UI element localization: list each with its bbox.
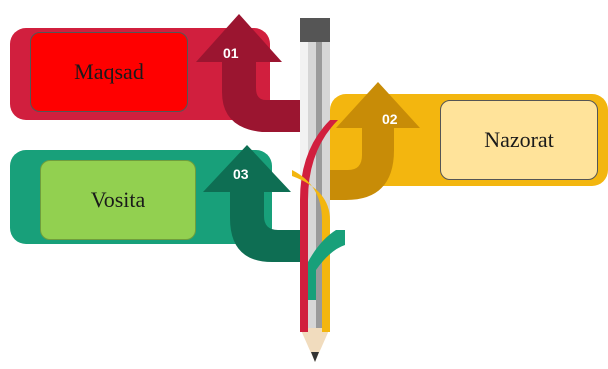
label-box-vosita: Vosita — [40, 160, 196, 240]
arrow-01 — [196, 14, 300, 132]
pencil-wood-tip — [300, 328, 330, 362]
label-box-nazorat: Nazorat — [440, 100, 598, 180]
arrow-02 — [330, 82, 420, 200]
step-number-03: 03 — [233, 166, 249, 182]
label-maqsad: Maqsad — [74, 59, 144, 84]
pencil-lead — [311, 352, 319, 362]
pencil-eraser — [300, 18, 330, 42]
label-nazorat: Nazorat — [484, 127, 554, 152]
ribbon-green — [308, 230, 345, 300]
ribbon-red — [300, 120, 338, 332]
label-box-maqsad: Maqsad — [30, 32, 188, 112]
step-number-02: 02 — [382, 111, 398, 127]
step-number-01: 01 — [223, 45, 239, 61]
pencil-shadow — [316, 42, 322, 328]
arrow-03 — [203, 145, 300, 262]
label-vosita: Vosita — [90, 187, 146, 212]
